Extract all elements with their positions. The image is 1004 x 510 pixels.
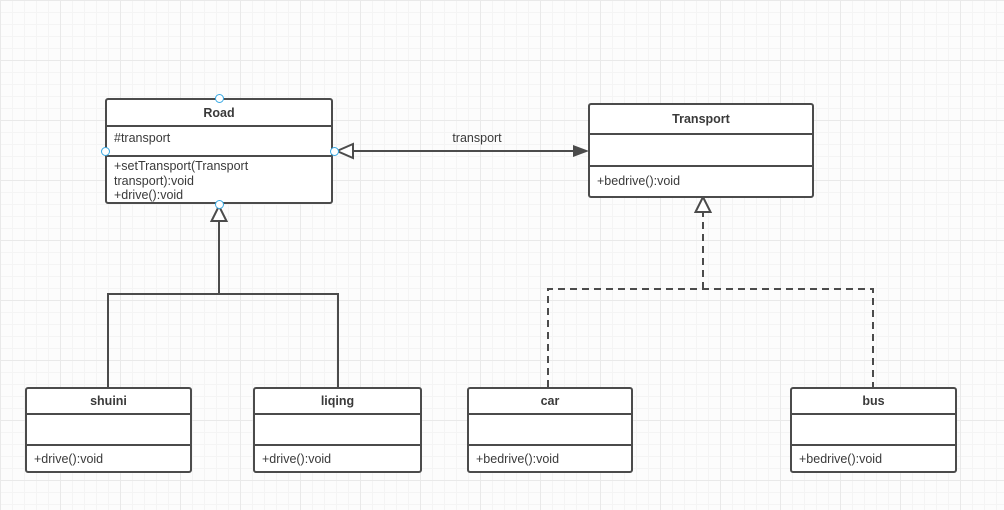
edge-realization-transport[interactable] xyxy=(547,194,874,387)
class-title: Road xyxy=(107,100,331,127)
class-title: bus xyxy=(792,389,955,415)
method-line: +setTransport(Transport transport):void xyxy=(114,159,249,188)
method-line: +drive():void xyxy=(34,452,104,466)
hollow-triangle-arrowhead xyxy=(693,194,713,213)
realization-line[interactable] xyxy=(547,212,874,387)
open-triangle-arrowhead xyxy=(334,142,354,160)
class-attributes xyxy=(792,415,955,446)
class-attributes xyxy=(27,415,190,446)
class-liqing[interactable]: liqing +drive():void xyxy=(253,387,422,473)
method-line: +bedrive():void xyxy=(799,452,883,466)
method-line: +drive():void xyxy=(114,188,184,202)
filled-arrowhead xyxy=(573,145,589,157)
class-transport[interactable]: Transport +bedrive():void xyxy=(588,103,814,198)
class-methods: +drive():void xyxy=(255,446,420,467)
class-title: Transport xyxy=(590,105,812,135)
class-bus[interactable]: bus +bedrive():void xyxy=(790,387,957,473)
connection-handle-bottom[interactable] xyxy=(214,199,224,209)
class-road[interactable]: Road #transport +setTransport(Transport … xyxy=(105,98,333,204)
class-car[interactable]: car +bedrive():void xyxy=(467,387,633,473)
connection-handle-right[interactable] xyxy=(329,146,339,156)
generalization-line[interactable] xyxy=(107,221,339,387)
class-shuini[interactable]: shuini +drive():void xyxy=(25,387,192,473)
class-methods: +bedrive():void xyxy=(792,446,955,467)
method-line: +bedrive():void xyxy=(476,452,560,466)
hollow-triangle-arrowhead xyxy=(209,203,229,222)
method-line: +bedrive():void xyxy=(597,174,681,188)
connection-handle-top[interactable] xyxy=(214,93,224,103)
class-attributes xyxy=(590,135,812,167)
class-attributes: #transport xyxy=(107,127,331,157)
class-methods: +bedrive():void xyxy=(590,167,812,189)
edge-generalization-road[interactable] xyxy=(107,203,339,387)
class-methods: +drive():void xyxy=(27,446,190,467)
association-label: transport xyxy=(452,131,502,145)
attribute-line: #transport xyxy=(114,131,171,145)
class-title: shuini xyxy=(27,389,190,415)
class-methods: +bedrive():void xyxy=(469,446,631,467)
edge-association-transport[interactable] xyxy=(334,142,589,160)
class-attributes xyxy=(255,415,420,446)
class-attributes xyxy=(469,415,631,446)
class-methods: +setTransport(Transport transport):void … xyxy=(107,157,331,203)
method-line: +drive():void xyxy=(262,452,332,466)
connection-handle-left[interactable] xyxy=(100,146,110,156)
class-title: liqing xyxy=(255,389,420,415)
class-title: car xyxy=(469,389,631,415)
